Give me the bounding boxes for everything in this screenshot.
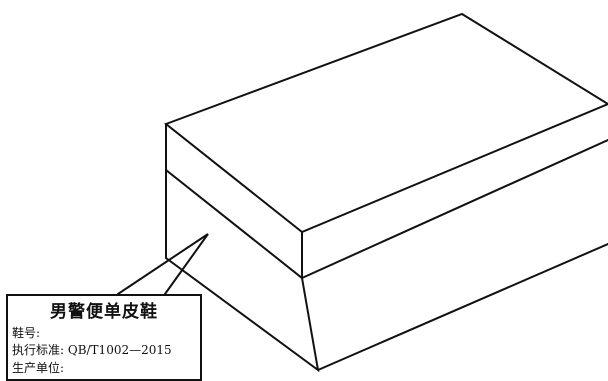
box-front-face	[165, 169, 320, 373]
manufacturer-field: 生产单位:	[12, 361, 65, 375]
shoe-box	[163, 12, 608, 373]
box-side-face	[317, 243, 608, 371]
standard-field: 执行标准: QB/T1002—2015	[12, 343, 172, 357]
product-label: 男警便单皮鞋 鞋号: 执行标准: QB/T1002—2015 生产单位:	[6, 294, 202, 381]
label-title: 男警便单皮鞋	[50, 302, 158, 322]
lid-side-face	[301, 139, 608, 279]
label-callout-pointer	[117, 233, 209, 295]
lid-front-face	[165, 123, 303, 281]
shoe-size-field: 鞋号:	[12, 326, 41, 340]
lid-top-face	[163, 12, 608, 234]
